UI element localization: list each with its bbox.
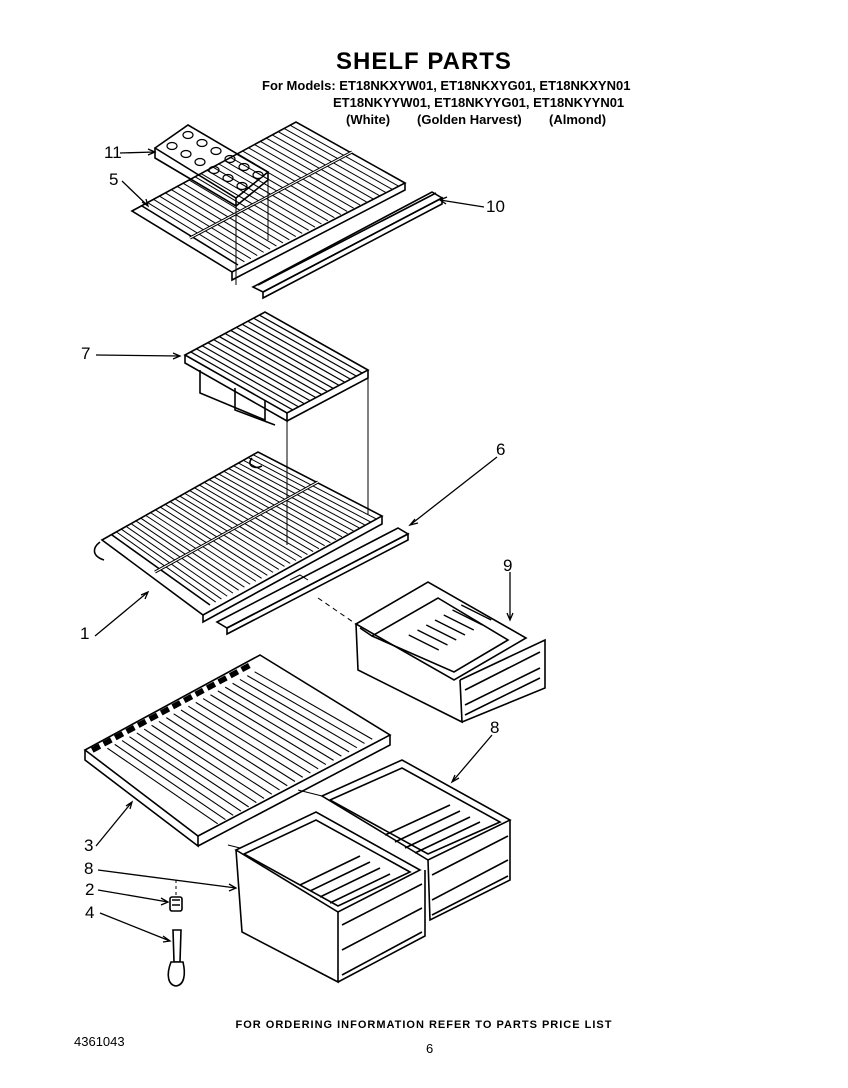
callout-9: 9: [503, 556, 513, 575]
ice-tray-cells: [166, 130, 264, 191]
middle-trim-strip: [215, 527, 410, 636]
callout-6: 6: [496, 440, 506, 459]
page-title: SHELF PARTS: [336, 48, 512, 75]
page-number: 6: [426, 1041, 434, 1056]
callout-11: 11: [104, 143, 122, 162]
crisper-drawer-rear: [320, 759, 512, 922]
callout-1: 1: [80, 624, 90, 643]
callout-3: 3: [84, 836, 94, 855]
document-number: 4361043: [74, 1034, 125, 1049]
callout-leaders: [94, 148, 514, 943]
callout-8-rear: 8: [490, 718, 500, 737]
ordering-footer: FOR ORDERING INFORMATION REFER TO PARTS …: [235, 1019, 613, 1031]
main-wire-shelf: [93, 451, 384, 624]
color-almond: (Almond): [549, 112, 607, 127]
models-line-2: ET18NKYYW01, ET18NKYYG01, ET18NKYYN01: [333, 95, 625, 110]
upper-trim-strip: [251, 191, 444, 300]
crisper-cover-slots: [90, 663, 251, 753]
meat-pan: [317, 581, 546, 724]
crisper-drawer-front: [234, 811, 426, 984]
meat-pan-ribs: [408, 604, 492, 651]
handle-part: [167, 929, 186, 987]
color-white: (White): [346, 112, 391, 127]
callout-4: 4: [85, 903, 95, 922]
snack-shelf-wires: [190, 314, 363, 411]
snack-pan-shelf: [183, 311, 370, 426]
crisper-cover: [83, 654, 392, 848]
callout-2: 2: [85, 880, 95, 899]
callout-7: 7: [81, 344, 91, 363]
callout-10: 10: [486, 197, 505, 216]
models-line-1: For Models: ET18NKXYW01, ET18NKXYG01, ET…: [262, 78, 631, 93]
crisper-cover-ribs: [107, 671, 373, 825]
upper-wire-shelf: [130, 121, 407, 282]
main-shelf-wires: [116, 454, 377, 603]
callout-5: 5: [109, 170, 119, 189]
callout-8-front: 8: [84, 859, 94, 878]
clip-part: [169, 896, 183, 912]
color-golden-harvest: (Golden Harvest): [417, 112, 522, 127]
